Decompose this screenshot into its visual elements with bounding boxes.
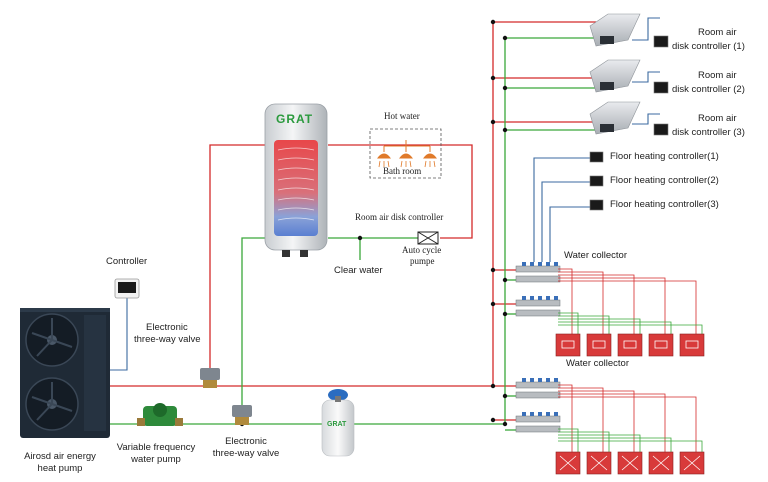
room-air-controller-2-icon: [653, 81, 669, 94]
floor-heating-controller-2-icon: [589, 175, 604, 187]
hot-water-pipes: [110, 21, 596, 421]
floor-heating-controller-1-icon: [589, 151, 604, 163]
auto-cycle-pump-label-line1: Auto cycle: [402, 245, 442, 255]
heat-pump-label-line2: heat pump: [37, 463, 83, 474]
auto-cycle-pump-icon: [417, 231, 439, 245]
room-air-controller-3-icon: [653, 123, 669, 136]
floor-heating-controller-2-label: Floor heating controller(2): [610, 175, 719, 186]
water-collector-1: [515, 262, 561, 283]
water-collector-4: [515, 412, 561, 433]
water-collector-2: [515, 296, 561, 317]
room-air-controller-3-label-line1: Room air: [698, 113, 737, 124]
room-air-controller-2-label-line2: disk controller (2): [672, 84, 745, 95]
room-air-controller-1-icon: [653, 35, 669, 48]
valve-top-label-line2: three-way valve: [134, 334, 201, 345]
expansion-tank-brand: GRAT: [327, 421, 347, 428]
cold-water-pipes: [100, 37, 598, 431]
floor-heating-controller-3-label: Floor heating controller(3): [610, 199, 719, 210]
heat-pump-label-line1: Airosd air energy: [24, 451, 96, 462]
room-air-controller-3-label-line2: disk controller (3): [672, 127, 745, 138]
expansion-tank: [321, 389, 355, 457]
valve-bottom-label-line1: Electronic: [225, 436, 267, 447]
room-air-controller-1-label-line1: Room air: [698, 27, 737, 38]
control-wires: [110, 17, 660, 371]
room-air-controller-2-label-line1: Room air: [698, 70, 737, 81]
controller-label: Controller: [106, 256, 148, 267]
ducted-unit-2: [589, 59, 641, 93]
room-air-disk-controller-label: Room air disk controller: [355, 212, 444, 222]
floor-loops-upper: [558, 268, 703, 334]
floor-heating-panels-lower: [555, 451, 705, 475]
floor-loops-lower: [558, 384, 703, 452]
auto-cycle-pump-label-line2: pumpe: [410, 256, 435, 266]
shower-icon: [376, 140, 438, 168]
hot-water-tank: [264, 103, 328, 257]
floor-heating-controller-3-icon: [589, 199, 604, 211]
floor-heating-controller-1-label: Floor heating controller(1): [610, 151, 719, 162]
clear-water-label: Clear water: [334, 265, 383, 276]
three-way-valve-bottom: [232, 405, 252, 425]
ducted-unit-1: [589, 13, 641, 47]
three-way-valve-top: [200, 368, 220, 388]
hot-water-label: Hot water: [384, 111, 420, 121]
air-energy-heat-pump: [20, 308, 110, 438]
floor-heating-panels-upper: [555, 333, 705, 357]
water-collector-3: [515, 378, 561, 399]
bathroom-box: [369, 128, 442, 179]
pump-label-line2: water pump: [131, 454, 181, 465]
pipe-junctions: [239, 19, 508, 427]
fan-lower-icon: [25, 377, 79, 431]
valve-bottom-label-line2: three-way valve: [212, 448, 280, 459]
pump-label-line1: Variable frequency: [116, 442, 196, 453]
tank-brand-logo: GRAT: [276, 112, 314, 126]
bath-room-label: Bath room: [383, 166, 422, 176]
variable-frequency-water-pump: [137, 403, 183, 426]
ducted-unit-3: [589, 101, 641, 135]
room-air-controller-1-label-line2: disk controller (1): [672, 41, 745, 52]
controller-device: [114, 278, 140, 299]
water-collector-label-bottom: Water collector: [566, 358, 629, 369]
valve-top-label-line1: Electronic: [146, 322, 188, 333]
fan-upper-icon: [25, 313, 79, 367]
water-collector-label-top: Water collector: [564, 250, 627, 261]
